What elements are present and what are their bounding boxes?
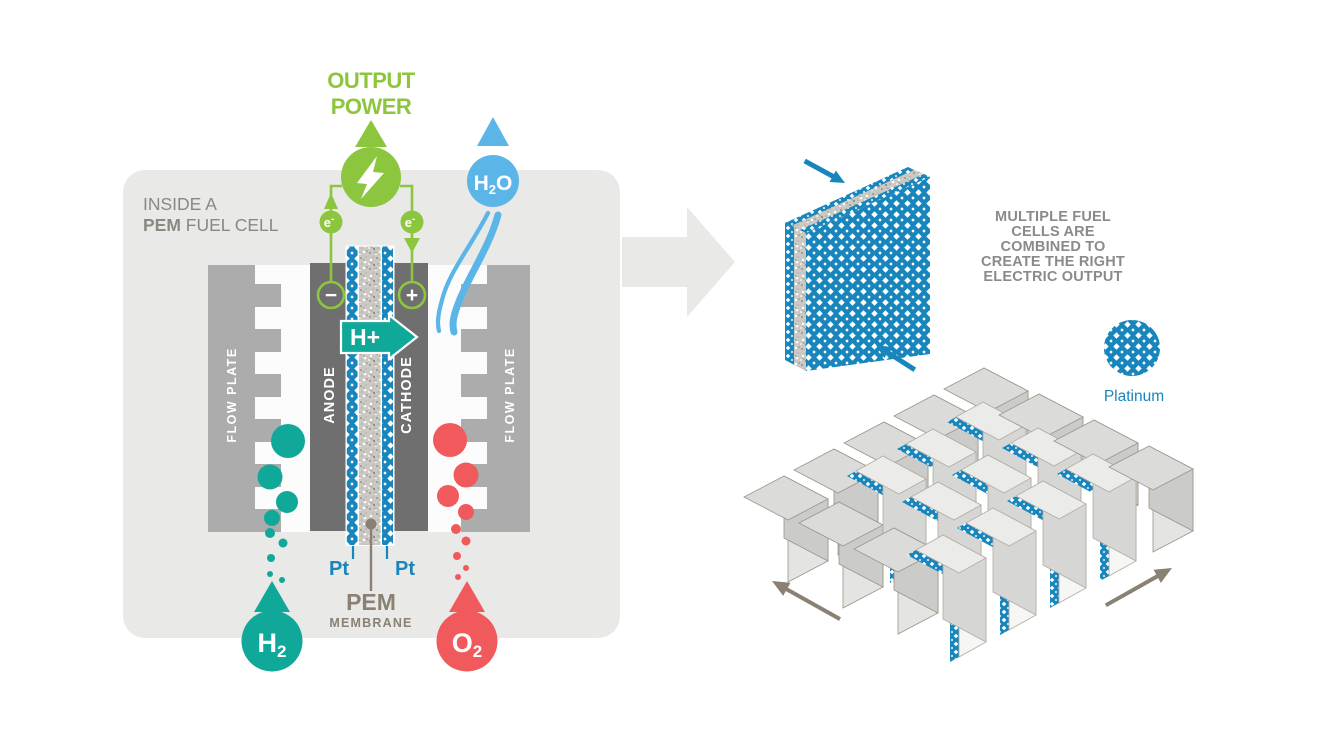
slab-side-platinum-layer [785, 223, 794, 365]
minus-terminal-label: − [325, 284, 337, 307]
hydrogen-circle [241, 610, 303, 672]
stack-cell-top [855, 455, 927, 495]
single-cell-slab [785, 158, 930, 372]
stack-cell-top [1010, 427, 1082, 467]
stack-cell-top [1015, 480, 1087, 520]
cathode-label: CATHODE [399, 356, 415, 434]
water-circle [467, 155, 519, 207]
electron-right-badge [400, 210, 424, 234]
oxygen-bubbles [433, 423, 479, 580]
membrane-leader-dot [365, 518, 377, 530]
transition-arrow-icon [622, 207, 735, 317]
stack-endplate-top [1053, 419, 1139, 465]
membrane-label-line2: MEMBRANE [329, 616, 412, 630]
stack-cell-top [910, 481, 982, 521]
slab-side-membrane-core [794, 227, 806, 371]
oxygen-circle [436, 610, 498, 672]
output-power-line2: POWER [331, 94, 412, 119]
electric-circuit: e- e- − + [316, 184, 427, 310]
platinum-legend: Platinum [1104, 320, 1164, 405]
pem-membrane-sandwich [345, 245, 395, 546]
hydrogen-bubbles [257, 424, 305, 583]
stack-cell-top [915, 534, 987, 574]
electron-up-arrow-icon [324, 193, 338, 209]
electron-left-badge [319, 210, 343, 234]
caption-line: MULTIPLE FUEL [995, 209, 1111, 225]
oxygen-arrow-icon [449, 581, 485, 612]
slab-front-face [806, 177, 930, 371]
electron-right-label: e- [405, 214, 416, 230]
water-arrow-icon [477, 117, 509, 146]
proton-arrow-label: H+ [350, 324, 380, 350]
platinum-layer-left [346, 246, 358, 545]
hydrogen-inlet: H2 [241, 581, 303, 672]
caption-line: CELLS ARE [1011, 224, 1095, 240]
electron-down-arrow-icon [404, 238, 420, 253]
stack-endplate-top [743, 475, 829, 521]
slab-top-back-platinum-edge [785, 167, 914, 226]
compress-arrow-bottom-icon [876, 345, 917, 372]
slab-top-face [785, 167, 930, 233]
platinum-swatch-icon [1104, 320, 1160, 376]
lightning-bolt-icon [357, 156, 384, 199]
caption-line: ELECTRIC OUTPUT [983, 269, 1122, 285]
hydrogen-arrow-icon [254, 581, 290, 612]
flow-plate-right-label: FLOW PLATE [503, 347, 517, 442]
plus-terminal-circle [397, 280, 427, 310]
stack-endplate-top [798, 501, 884, 547]
hydrogen-label: H2 [258, 628, 287, 661]
compress-arrow-top-icon [803, 158, 845, 183]
membrane-label-line1: PEM [346, 589, 396, 615]
electron-left-label: e- [324, 214, 335, 230]
stack-cell-top [1065, 453, 1137, 493]
oxygen-label: O2 [452, 628, 482, 661]
output-power-line1: OUTPUT [327, 68, 416, 93]
minus-terminal-circle [316, 280, 346, 310]
flow-plate-left-label: FLOW PLATE [225, 347, 239, 442]
pt-right-label: Pt [395, 558, 415, 580]
stack-expand-arrow-left-icon [772, 581, 842, 621]
stack-endplate-top [1108, 445, 1194, 491]
proton-arrow-icon [339, 312, 419, 362]
platinum-layer-right [382, 246, 393, 545]
panel-title-line2: PEM FUEL CELL [143, 215, 279, 235]
oxygen-inlet: O2 [436, 581, 498, 672]
water-label: H2O [474, 172, 513, 197]
stack-caption: MULTIPLE FUEL CELLS ARE COMBINED TO CREA… [981, 209, 1125, 285]
stack-cell-top [960, 454, 1032, 494]
stack-cell-top [905, 428, 977, 468]
membrane-core [359, 246, 381, 545]
pt-left-label: Pt [329, 558, 349, 580]
plus-terminal-label: + [406, 284, 418, 307]
slab-top-front-platinum-edge [800, 174, 930, 233]
stack-cell-top [955, 401, 1027, 441]
stack-endplate-top [943, 367, 1029, 413]
stack-expand-arrow-right-icon [1104, 568, 1172, 608]
panel-title-line1: INSIDE A [143, 194, 217, 214]
stack-cell-top [965, 507, 1037, 547]
output-power-arrow-icon [355, 120, 387, 147]
stack-endplate-top [998, 393, 1084, 439]
caption-line: CREATE THE RIGHT [981, 254, 1125, 270]
caption-line: COMBINED TO [1000, 239, 1105, 255]
anode-label: ANODE [322, 366, 338, 423]
pem-fuel-cell-diagram: INSIDE A PEM FUEL CELL FLOW PLATE FLOW P… [123, 68, 620, 672]
platinum-legend-label: Platinum [1104, 388, 1164, 405]
fuel-cell-stack [743, 367, 1194, 662]
water-flow-lines [435, 210, 502, 336]
